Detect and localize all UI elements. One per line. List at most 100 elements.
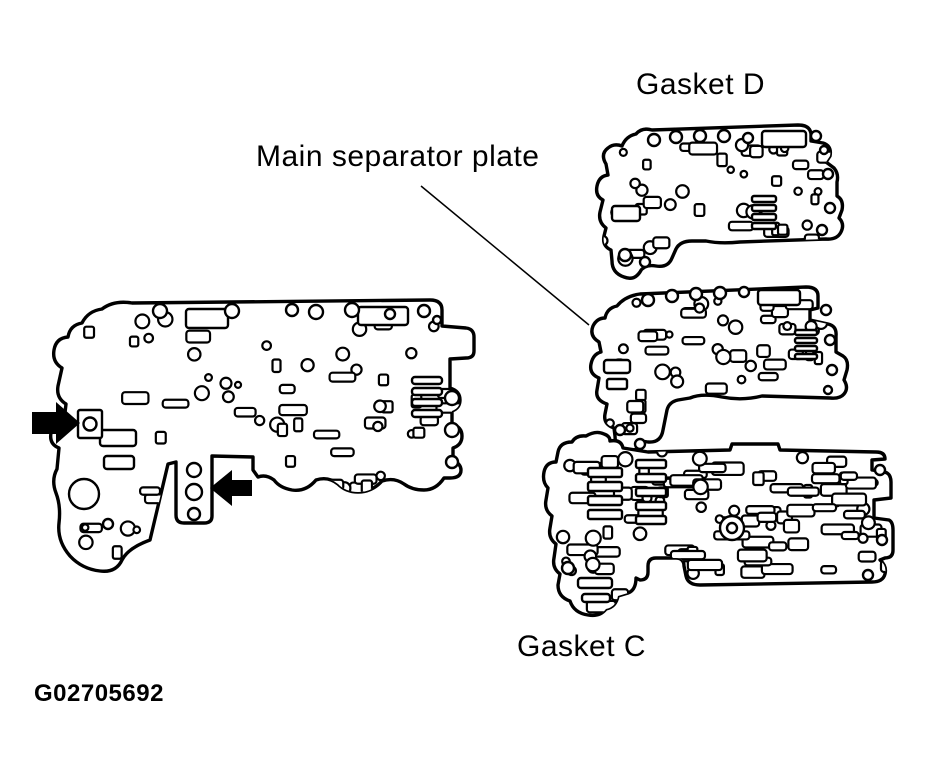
feature-hole xyxy=(873,463,887,477)
gasket-hole xyxy=(271,358,282,374)
gasket-hole xyxy=(629,177,641,190)
gasket-hole xyxy=(759,314,777,325)
feature-hole xyxy=(725,521,739,535)
gasket-hole xyxy=(300,357,315,373)
gasket-hole xyxy=(555,529,571,545)
gasket-hole xyxy=(803,233,821,245)
gasket-hole xyxy=(663,198,677,212)
feature-hole xyxy=(692,128,708,144)
gasket-hole xyxy=(782,518,801,534)
gasket-hole xyxy=(602,525,614,540)
pointer-arrow-right-icon xyxy=(32,402,80,444)
feature-hole xyxy=(825,363,839,377)
gasket-hole xyxy=(335,346,351,362)
feature-hole xyxy=(580,592,612,604)
gasket-hole xyxy=(839,471,859,481)
gasket-hole xyxy=(625,423,635,433)
gasket-hole xyxy=(762,358,787,371)
gasket-hole xyxy=(617,343,629,355)
feature-hole xyxy=(668,129,684,145)
feature-hole xyxy=(861,568,875,582)
feature-hole xyxy=(688,286,704,302)
gasket-hole xyxy=(78,534,94,551)
feature-hole xyxy=(576,576,614,590)
gasket-hole xyxy=(405,346,418,360)
gasket-hole xyxy=(632,526,648,542)
feature-hole xyxy=(634,500,668,512)
feature-hole xyxy=(815,223,829,237)
feature-hole xyxy=(750,194,778,204)
gasket-hole xyxy=(791,159,810,171)
gasket-hole xyxy=(810,193,820,206)
feature-hole xyxy=(98,428,138,448)
gasket-hole xyxy=(219,376,233,390)
gasket-hole xyxy=(767,541,788,552)
feature-hole xyxy=(793,328,819,337)
gasket-hole xyxy=(693,302,706,314)
feature-hole xyxy=(284,302,300,318)
gasket-hole xyxy=(728,504,741,517)
gasket-hole xyxy=(80,523,90,532)
feature-hole xyxy=(750,203,778,213)
feature-hole xyxy=(756,288,802,307)
gasket-hole xyxy=(726,165,736,175)
gasket-hole xyxy=(312,429,341,440)
gasket-hole xyxy=(328,371,357,383)
gasket-hole xyxy=(111,545,123,560)
feature-hole xyxy=(151,302,169,320)
gasket-hole xyxy=(193,385,210,402)
feature-hole xyxy=(809,129,823,143)
gasket-hole xyxy=(715,348,732,366)
gasket-d-drawing xyxy=(594,123,845,280)
feature-hole xyxy=(617,247,633,263)
gasket-hole xyxy=(736,548,768,563)
feature-hole xyxy=(82,416,98,432)
feature-hole xyxy=(443,421,461,439)
feature-hole xyxy=(356,305,410,327)
gasket-hole xyxy=(128,335,140,348)
feature-hole xyxy=(646,132,662,148)
gasket-hole xyxy=(139,486,162,496)
gasket-hole xyxy=(749,144,764,159)
gasket-hole xyxy=(691,450,708,467)
gasket-hole xyxy=(857,550,877,563)
feature-hole xyxy=(737,285,751,299)
gasket-hole xyxy=(276,422,289,438)
gasket-hole xyxy=(795,450,810,465)
gasket-hole xyxy=(842,509,866,520)
feature-hole xyxy=(610,204,642,223)
gasket-hole xyxy=(375,470,386,482)
feature-hole xyxy=(613,423,627,437)
gasket-hole xyxy=(739,169,749,179)
gasket-hole xyxy=(704,382,728,395)
feature-hole xyxy=(410,375,444,386)
feature-hole xyxy=(818,144,830,156)
gasket-hole xyxy=(607,127,619,140)
feature-hole xyxy=(634,458,668,470)
gasket-hole xyxy=(121,391,150,406)
feature-hole xyxy=(793,336,819,345)
gasket-hole xyxy=(831,492,868,507)
feature-hole xyxy=(67,477,101,511)
gasket-hole xyxy=(637,330,659,343)
gasket-hole xyxy=(811,461,837,475)
feature-hole xyxy=(307,303,325,321)
gasket-hole xyxy=(757,371,779,382)
gasket-hole xyxy=(665,330,674,339)
feature-hole xyxy=(101,517,115,531)
gasket-hole xyxy=(584,529,602,547)
gasket-hole xyxy=(681,335,706,346)
feature-hole xyxy=(875,533,889,547)
gasket-d-label: Gasket D xyxy=(636,68,766,101)
gasket-hole xyxy=(752,471,765,487)
gasket-hole xyxy=(134,313,151,330)
pointer-arrow-left-icon xyxy=(210,470,252,506)
gasket-hole xyxy=(810,473,841,485)
gasket-hole xyxy=(412,426,426,439)
gasket-c-drawing xyxy=(541,430,895,618)
gasket-hole xyxy=(675,184,690,199)
feature-hole xyxy=(822,384,834,396)
feature-hole xyxy=(750,221,778,231)
gasket-hole xyxy=(860,515,876,531)
gasket-hole xyxy=(782,321,793,332)
